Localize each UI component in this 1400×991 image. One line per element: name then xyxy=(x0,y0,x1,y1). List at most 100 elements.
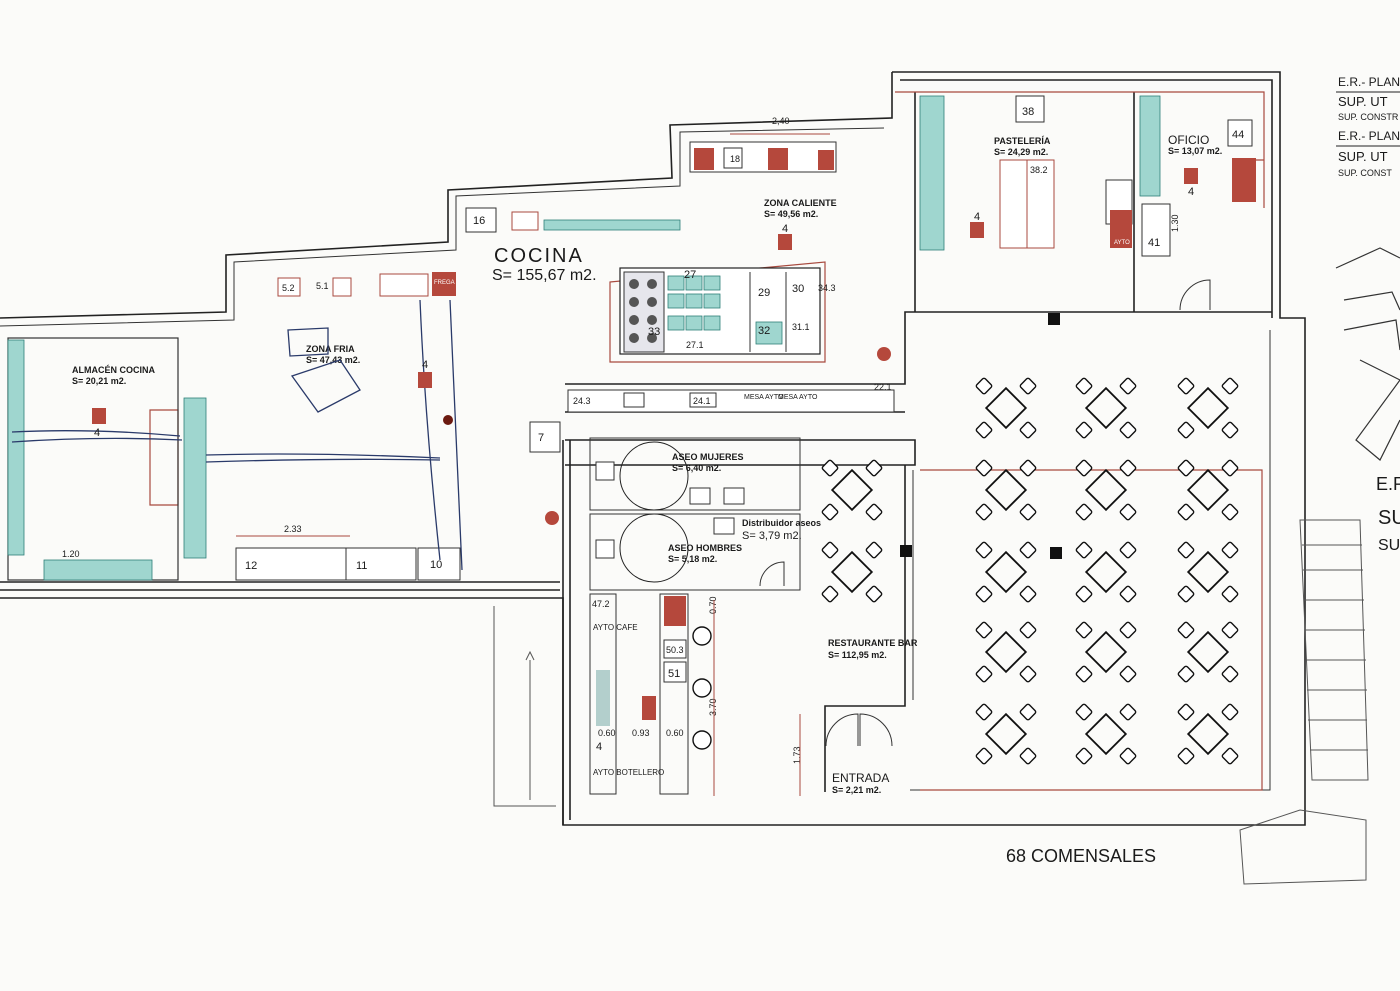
dining-chair xyxy=(1075,621,1093,639)
num-33: 33 xyxy=(648,326,660,338)
dining-chair xyxy=(1119,703,1137,721)
sink-icon xyxy=(1184,168,1198,184)
dining-chair xyxy=(1177,703,1195,721)
dining-chair xyxy=(1075,541,1093,559)
dining-chair xyxy=(975,377,993,395)
zona-fria-room: 12 11 10 2.33 ZONA FRIA S= 47,43 m2. 4 5… xyxy=(205,272,463,581)
dining-chair xyxy=(1075,421,1093,439)
ayto-botellero: AYTO BOTELLERO xyxy=(593,768,664,777)
bar-area: 47.2 AYTO CAFE 50.3 51 0.60 0.93 0.60 0.… xyxy=(589,593,802,796)
dining-chair xyxy=(1075,703,1093,721)
aseo-hombres-area: S= 5,18 m2. xyxy=(668,554,717,564)
zona-caliente-area: S= 49,56 m2. xyxy=(764,209,818,219)
pasteleria-area: S= 24,29 m2. xyxy=(994,147,1048,157)
dining-chair xyxy=(1221,421,1239,439)
dining-tables xyxy=(821,377,1239,765)
dining-chair xyxy=(1221,541,1239,559)
dining-table xyxy=(1084,468,1128,512)
num-47-2: 47.2 xyxy=(592,599,610,609)
num-4-e: 4 xyxy=(1188,186,1194,198)
dining-chair xyxy=(865,503,883,521)
dining-chair xyxy=(1119,665,1137,683)
dim-0-60-a: 0.60 xyxy=(598,728,616,738)
dim-0-93: 0.93 xyxy=(632,728,650,738)
dining-table xyxy=(1084,386,1128,430)
num-24-3: 24.3 xyxy=(573,396,591,406)
dining-chair xyxy=(1177,621,1195,639)
num-29: 29 xyxy=(758,287,770,299)
dining-chair xyxy=(1019,585,1037,603)
dining-chair xyxy=(821,585,839,603)
zona-caliente-room: 18 2,40 ZONA CALIENTE S= 49,56 m2. 4 27 … xyxy=(529,116,895,525)
dim-0-70: 0.70 xyxy=(708,596,718,614)
dining-chair xyxy=(1221,459,1239,477)
sink-icon xyxy=(418,372,432,388)
num-5-1: 5.1 xyxy=(316,281,329,291)
num-18-icon: 18 xyxy=(730,154,740,164)
num-12: 12 xyxy=(245,560,257,572)
sink-icon xyxy=(778,234,792,250)
num-32: 32 xyxy=(758,325,770,337)
dining-chair xyxy=(1019,665,1037,683)
dim-0-60-b: 0.60 xyxy=(666,728,684,738)
dining-chair xyxy=(975,703,993,721)
dining-table xyxy=(984,630,1028,674)
dining-chair xyxy=(1075,747,1093,765)
dining-chair xyxy=(821,503,839,521)
num-51: 51 xyxy=(668,668,680,680)
num-27-1: 27.1 xyxy=(686,340,704,350)
dining-chair xyxy=(1075,665,1093,683)
oficio-name: OFICIO xyxy=(1168,133,1209,147)
ayto-label: AYTO xyxy=(1114,240,1130,246)
distribuidor-name: Distribuidor aseos xyxy=(742,518,821,528)
num-41: 41 xyxy=(1148,237,1160,249)
dining-table xyxy=(984,712,1028,756)
sink-icon xyxy=(970,222,984,238)
num-10: 10 xyxy=(430,559,442,571)
num-38-2: 38.2 xyxy=(1030,165,1048,175)
num-11: 11 xyxy=(356,560,367,572)
dining-chair xyxy=(1119,459,1137,477)
oficio-room: OFICIO S= 13,07 m2. 44 4 AYTO 41 1.30 xyxy=(1105,95,1256,311)
aseo-mujeres-name: ASEO MUJERES xyxy=(672,452,744,462)
aseos: ASEO MUJERES S= 6,40 m2. ASEO HOMBRES S=… xyxy=(589,437,821,591)
dining-chair xyxy=(1177,503,1195,521)
legend-sup-const-2: SUP. CONST xyxy=(1338,168,1392,178)
dining-chair xyxy=(1177,377,1195,395)
dim-1-73: 1.73 xyxy=(792,746,802,764)
dining-chair xyxy=(1177,541,1195,559)
dining-chair xyxy=(821,459,839,477)
dining-chair xyxy=(1019,377,1037,395)
dining-table xyxy=(830,550,874,594)
dining-chair xyxy=(1221,747,1239,765)
zona-fria-area: S= 47,43 m2. xyxy=(306,355,360,365)
dining-chair xyxy=(1119,747,1137,765)
legend-plan-2: E.R.- PLAN xyxy=(1338,129,1400,143)
entrada-name: ENTRADA xyxy=(832,771,889,785)
frega-label-1: FREGA xyxy=(434,280,455,286)
cocina-title-text: COCINA xyxy=(494,245,584,267)
restaurante-room: RESTAURANTE BAR S= 112,95 m2. xyxy=(821,313,1239,765)
legend-sup-const-1: SUP. CONSTR xyxy=(1338,112,1399,122)
dim-1-20: 1.20 xyxy=(62,549,80,559)
dining-chair xyxy=(975,585,993,603)
dining-table xyxy=(984,468,1028,512)
legend: E.R.- PLAN SUP. UT SUP. CONSTR E.R.- PLA… xyxy=(1335,75,1400,554)
dining-chair xyxy=(975,503,993,521)
num-24-1: 24.1 xyxy=(693,396,711,406)
dining-chair xyxy=(1177,459,1195,477)
num-5-2: 5.2 xyxy=(282,283,295,293)
dining-chair xyxy=(1075,503,1093,521)
dining-chair xyxy=(1177,585,1195,603)
dim-3-70: 3.70 xyxy=(708,698,718,716)
dining-chair xyxy=(1119,585,1137,603)
num-16: 16 xyxy=(473,215,485,227)
dining-table xyxy=(1186,712,1230,756)
exterior-walls xyxy=(0,71,1306,826)
dining-chair xyxy=(1075,585,1093,603)
num-7: 7 xyxy=(538,432,544,444)
dining-chair xyxy=(1119,421,1137,439)
num-22-1: 22.1 xyxy=(874,382,892,392)
dining-chair xyxy=(1221,377,1239,395)
num-4-f: 4 xyxy=(596,741,602,753)
